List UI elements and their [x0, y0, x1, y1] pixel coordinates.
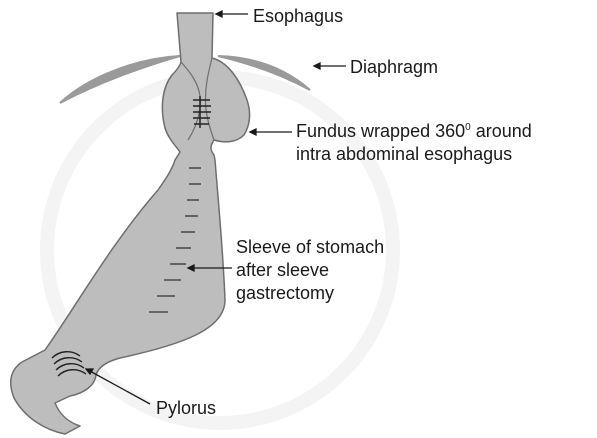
- label-fundus-degree: 0: [465, 122, 471, 133]
- label-pylorus: Pylorus: [156, 397, 216, 419]
- label-fundus-line1: Fundus wrapped 3600 around: [296, 120, 532, 142]
- label-fundus-line2: intra abdominal esophagus: [296, 143, 512, 165]
- label-fundus-line1-post: around: [471, 121, 532, 141]
- label-sleeve-line2: after sleeve: [236, 259, 329, 281]
- stomach-sleeve: [11, 13, 250, 434]
- diaphragm-left-arc: [60, 56, 180, 103]
- label-sleeve-line1: Sleeve of stomach: [236, 236, 384, 258]
- label-esophagus: Esophagus: [253, 5, 343, 27]
- label-sleeve-line3: gastrectomy: [236, 282, 334, 304]
- label-diaphragm: Diaphragm: [350, 56, 438, 78]
- label-fundus-line1-pre: Fundus wrapped 360: [296, 121, 465, 141]
